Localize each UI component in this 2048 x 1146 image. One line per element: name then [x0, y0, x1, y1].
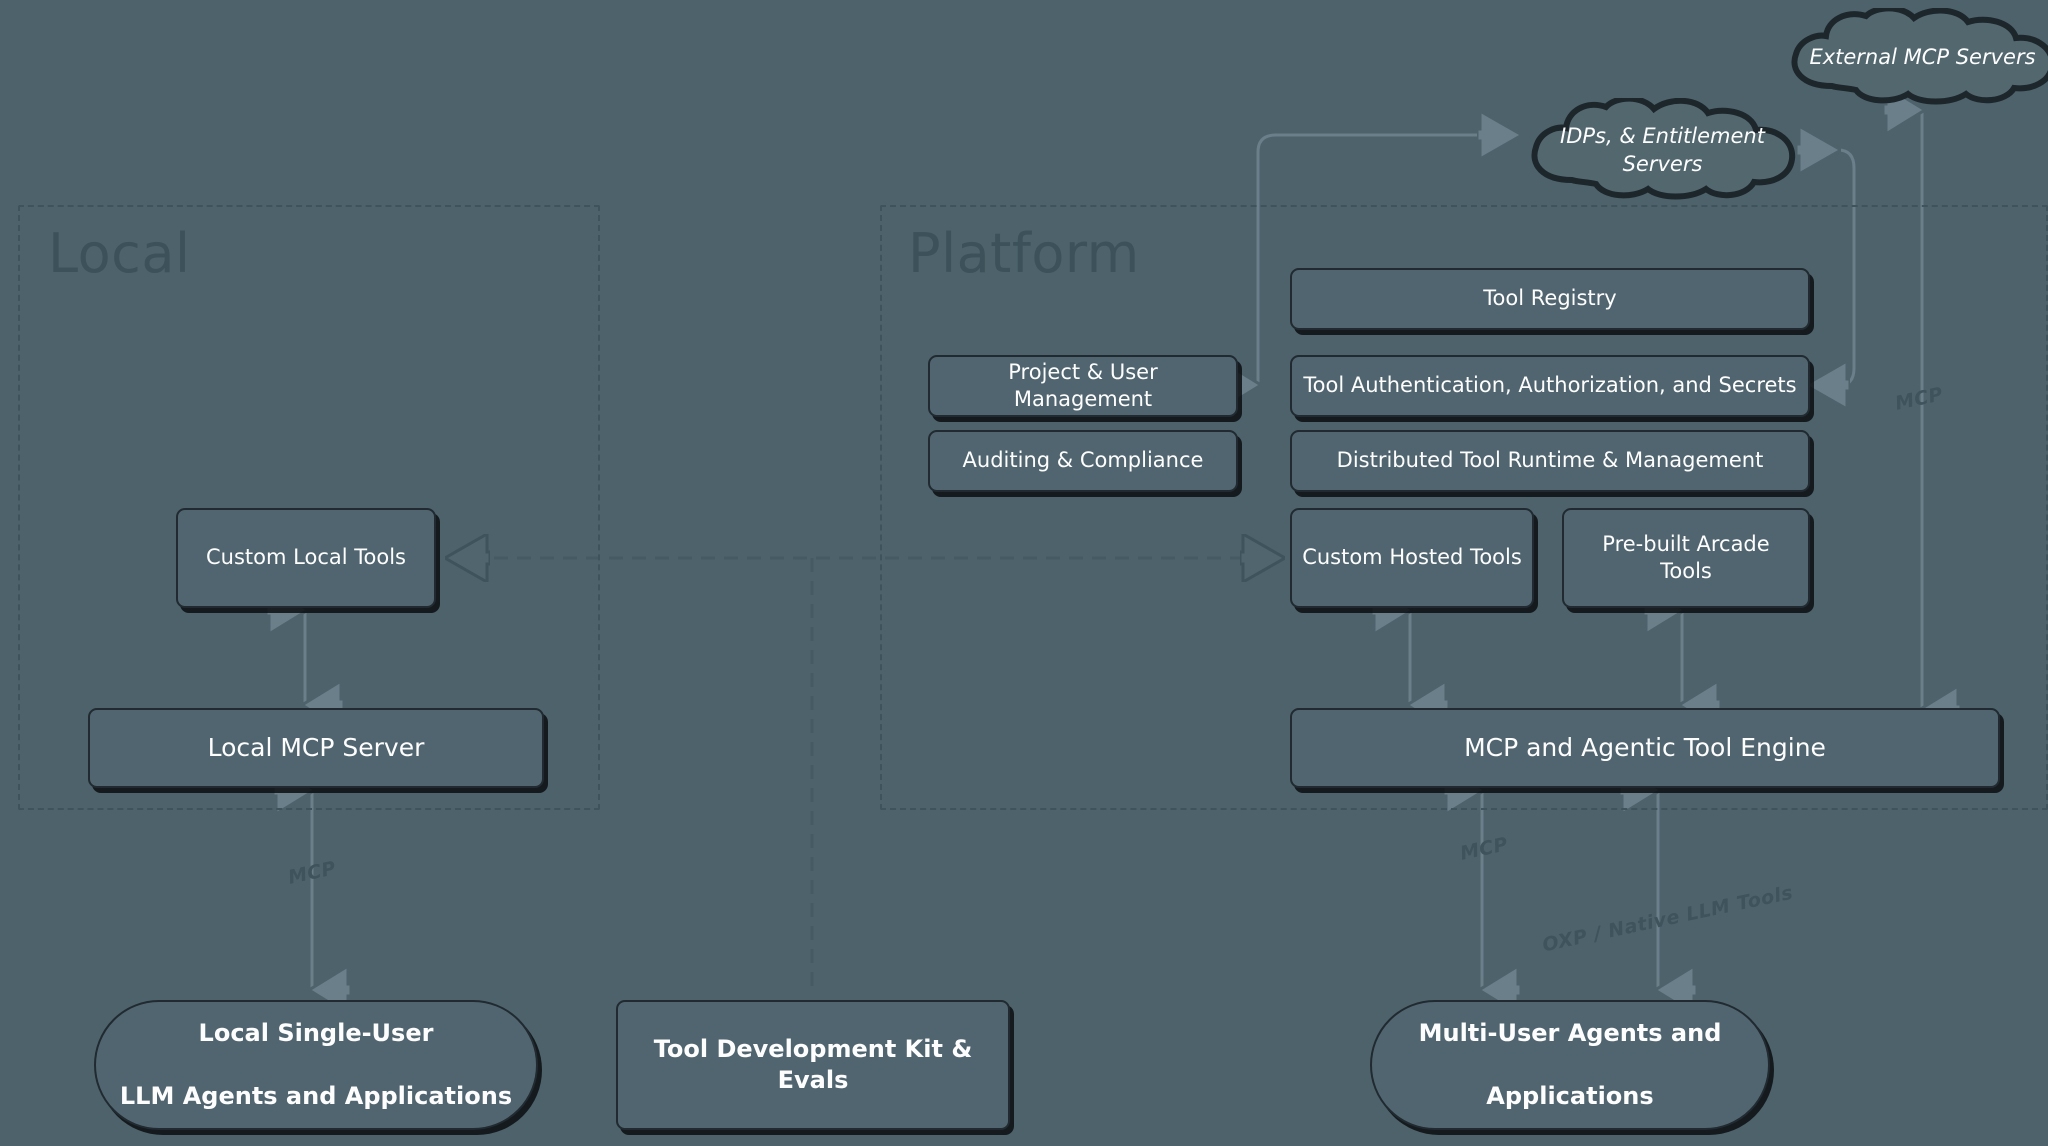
node-project-user-management-label: Project & User Management: [1008, 359, 1158, 411]
cloud-idp-label-line2: Servers: [1622, 152, 1703, 176]
node-distributed-tool-runtime[interactable]: Distributed Tool Runtime & Management: [1290, 430, 1810, 492]
node-custom-hosted-tools[interactable]: Custom Hosted Tools: [1290, 508, 1534, 608]
node-multi-agents-line2: Applications: [1486, 1081, 1654, 1110]
region-platform: [880, 205, 2048, 810]
node-multi-user-agents-label: Multi-User Agents and Applications: [1419, 1018, 1722, 1112]
node-local-agents-line1: Local Single-User: [198, 1019, 434, 1048]
node-tdk-label: Tool Development Kit & Evals: [653, 1034, 973, 1094]
node-tool-authentication-label: Tool Authentication, Authorization, and …: [1303, 373, 1797, 398]
cloud-idp-label-line1: IDPs, & Entitlement: [1560, 123, 1765, 148]
node-project-user-management[interactable]: Project & User Management: [928, 355, 1238, 417]
node-mcp-engine-label: MCP and Agentic Tool Engine: [1464, 732, 1826, 762]
node-tool-registry[interactable]: Tool Registry: [1290, 268, 1810, 330]
node-custom-hosted-tools-label: Custom Hosted Tools: [1302, 545, 1522, 570]
region-local: [18, 205, 600, 810]
node-custom-local-tools-label: Custom Local Tools: [206, 545, 406, 570]
node-local-agents-line2: LLM Agents and Applications: [119, 1081, 513, 1110]
node-tool-registry-label: Tool Registry: [1483, 286, 1617, 311]
node-prebuilt-arcade-tools[interactable]: Pre-built Arcade Tools: [1562, 508, 1810, 608]
node-local-single-user-agents[interactable]: Local Single-User LLM Agents and Applica…: [94, 1000, 538, 1130]
node-local-mcp-server[interactable]: Local MCP Server: [88, 708, 544, 788]
cloud-external-mcp-label: External MCP Servers: [1809, 44, 2036, 69]
node-tool-authentication[interactable]: Tool Authentication, Authorization, and …: [1290, 355, 1810, 417]
node-custom-local-tools[interactable]: Custom Local Tools: [176, 508, 436, 608]
node-local-agents-label: Local Single-User LLM Agents and Applica…: [120, 1018, 512, 1112]
cloud-idp-label: IDPs, & Entitlement Servers: [1534, 122, 1791, 179]
node-auditing-compliance[interactable]: Auditing & Compliance: [928, 430, 1238, 492]
region-local-label: Local: [48, 222, 191, 285]
node-mcp-agentic-tool-engine[interactable]: MCP and Agentic Tool Engine: [1290, 708, 2000, 788]
node-local-mcp-server-label: Local MCP Server: [207, 732, 425, 762]
node-tool-development-kit[interactable]: Tool Development Kit & Evals: [616, 1000, 1010, 1130]
cloud-idp-entitlement-servers[interactable]: IDPs, & Entitlement Servers: [1520, 98, 1805, 202]
cloud-shape-icon: [1531, 98, 1796, 200]
node-auditing-compliance-label: Auditing & Compliance: [962, 448, 1204, 473]
node-multi-agents-line1: Multi-User Agents and: [1418, 1019, 1722, 1048]
node-multi-user-agents[interactable]: Multi-User Agents and Applications: [1370, 1000, 1770, 1130]
edge-toolauth-to-idp: [1808, 150, 1856, 385]
region-platform-label: Platform: [908, 222, 1140, 285]
node-prebuilt-arcade-tools-label: Pre-built Arcade Tools: [1602, 531, 1770, 583]
cloud-external-mcp-servers[interactable]: External MCP Servers: [1780, 8, 2048, 106]
node-distributed-tool-runtime-label: Distributed Tool Runtime & Management: [1336, 448, 1764, 473]
edge-usermgmt-to-idp: [1258, 135, 1519, 385]
